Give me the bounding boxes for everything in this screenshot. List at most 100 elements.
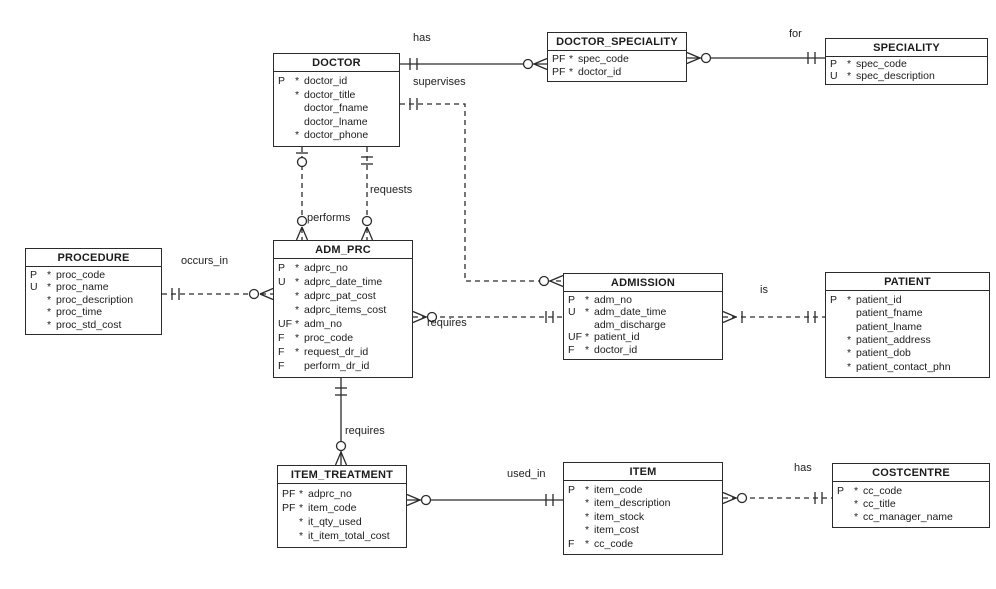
cardinality-zero-many bbox=[406, 493, 432, 507]
attribute-name: adm_no bbox=[594, 293, 632, 306]
relationship-label: requires bbox=[345, 425, 385, 437]
attribute-name: perform_dr_id bbox=[304, 360, 370, 372]
cardinality-one bbox=[171, 288, 180, 300]
relationship-label: occurs_in bbox=[181, 255, 229, 267]
zero-circle-glyph bbox=[420, 494, 432, 506]
crow-foot-glyph bbox=[360, 226, 368, 241]
cardinality-one-many bbox=[722, 310, 743, 324]
relationship-label: requires bbox=[427, 317, 467, 329]
attribute-row: *patient_contact_phn bbox=[830, 362, 987, 373]
cardinality-one bbox=[545, 311, 554, 323]
attribute-name: adm_no bbox=[304, 318, 342, 331]
attribute-row: * item_description bbox=[568, 498, 720, 509]
attribute-key-flag: F bbox=[568, 343, 575, 356]
cardinality-zero-many bbox=[295, 215, 309, 241]
relationship-requires bbox=[334, 378, 348, 466]
relationship-label: requests bbox=[370, 184, 413, 196]
attribute-required-star: * bbox=[585, 483, 590, 496]
attribute-name: item_description bbox=[594, 497, 671, 510]
attribute-row: *it_item_total_cost bbox=[282, 531, 404, 542]
zero-circle-glyph bbox=[361, 215, 373, 227]
relationship-label: for bbox=[789, 28, 802, 40]
entity-name: ITEM bbox=[564, 463, 722, 481]
attribute-required-star: * bbox=[295, 276, 300, 289]
attribute-name: adm_discharge bbox=[594, 318, 666, 331]
attribute-row: U*adm_date_time bbox=[568, 307, 720, 318]
attribute-required-star: * bbox=[47, 281, 52, 294]
attribute-required-star: * bbox=[585, 293, 590, 306]
attribute-name: patient_id bbox=[594, 331, 640, 344]
attribute-row: *cc_title bbox=[837, 499, 987, 510]
entity-name: DOCTOR bbox=[274, 54, 399, 72]
attribute-key-flag: P bbox=[278, 262, 286, 275]
attribute-name: doctor_id bbox=[304, 75, 348, 88]
attribute-row: P*patient_id bbox=[830, 295, 987, 306]
attribute-required-star: * bbox=[47, 293, 52, 306]
zero-circle-glyph bbox=[426, 311, 438, 323]
zero-circle-glyph bbox=[700, 52, 712, 64]
attribute-key-flag: P bbox=[568, 483, 576, 496]
zero-circle-glyph bbox=[538, 275, 550, 287]
attribute-row: F*doctor_id bbox=[568, 345, 720, 356]
attribute-name: proc_name bbox=[56, 281, 109, 294]
crow-foot-glyph bbox=[406, 499, 421, 507]
cardinality-one bbox=[409, 98, 418, 110]
entity-name: DOCTOR_SPECIALITY bbox=[548, 33, 686, 51]
cardinality-zero-many bbox=[248, 287, 274, 301]
crow-foot-glyph bbox=[722, 497, 737, 505]
crow-foot-glyph bbox=[412, 316, 427, 324]
attribute-key-flag: U bbox=[278, 276, 286, 289]
attribute-required-star: * bbox=[585, 497, 590, 510]
attribute-row: F*proc_code bbox=[278, 333, 410, 344]
attribute-row: *patient_dob bbox=[830, 348, 987, 359]
cardinality-one bbox=[361, 156, 373, 165]
attribute-name: proc_time bbox=[56, 306, 103, 319]
attribute-name: doctor_phone bbox=[304, 129, 369, 142]
relationship-label: has bbox=[794, 462, 812, 474]
attribute-key-flag: PF bbox=[552, 53, 566, 65]
cardinality-one bbox=[409, 58, 418, 70]
entity-name: ADM_PRC bbox=[274, 241, 412, 259]
attribute-row: *doctor_title bbox=[278, 90, 397, 101]
cardinality-zero-many bbox=[522, 57, 548, 71]
attribute-name: request_dr_id bbox=[304, 346, 369, 359]
attribute-row: *item_cost bbox=[568, 525, 720, 536]
attribute-required-star: * bbox=[585, 537, 590, 550]
attribute-name: it_item_total_cost bbox=[308, 529, 390, 542]
attribute-name: item_code bbox=[308, 501, 357, 514]
attribute-key-flag: P bbox=[830, 293, 838, 306]
relationship-performs bbox=[295, 147, 309, 241]
attribute-row: F*cc_code bbox=[568, 539, 720, 550]
crow-foot-glyph bbox=[406, 493, 421, 501]
attribute-name: patient_address bbox=[856, 333, 931, 346]
attribute-required-star: * bbox=[854, 497, 859, 510]
attribute-name: adprc_pat_cost bbox=[304, 290, 376, 303]
attribute-name: it_qty_used bbox=[308, 515, 362, 528]
attribute-name: patient_lname bbox=[856, 320, 922, 333]
crow-foot-glyph bbox=[722, 310, 737, 318]
attribute-required-star: * bbox=[295, 318, 300, 331]
cardinality-zero-one bbox=[296, 152, 308, 168]
attribute-key-flag: P bbox=[30, 268, 38, 281]
zero-circle-glyph bbox=[522, 58, 534, 70]
attribute-required-star: * bbox=[847, 69, 852, 82]
crow-foot-glyph bbox=[549, 274, 564, 282]
crow-foot-glyph bbox=[340, 451, 348, 466]
attribute-row: doctor_fname bbox=[278, 103, 397, 114]
attribute-row: PF*adprc_no bbox=[282, 489, 404, 500]
crow-foot-glyph bbox=[295, 226, 303, 241]
attribute-name: patient_fname bbox=[856, 307, 923, 320]
